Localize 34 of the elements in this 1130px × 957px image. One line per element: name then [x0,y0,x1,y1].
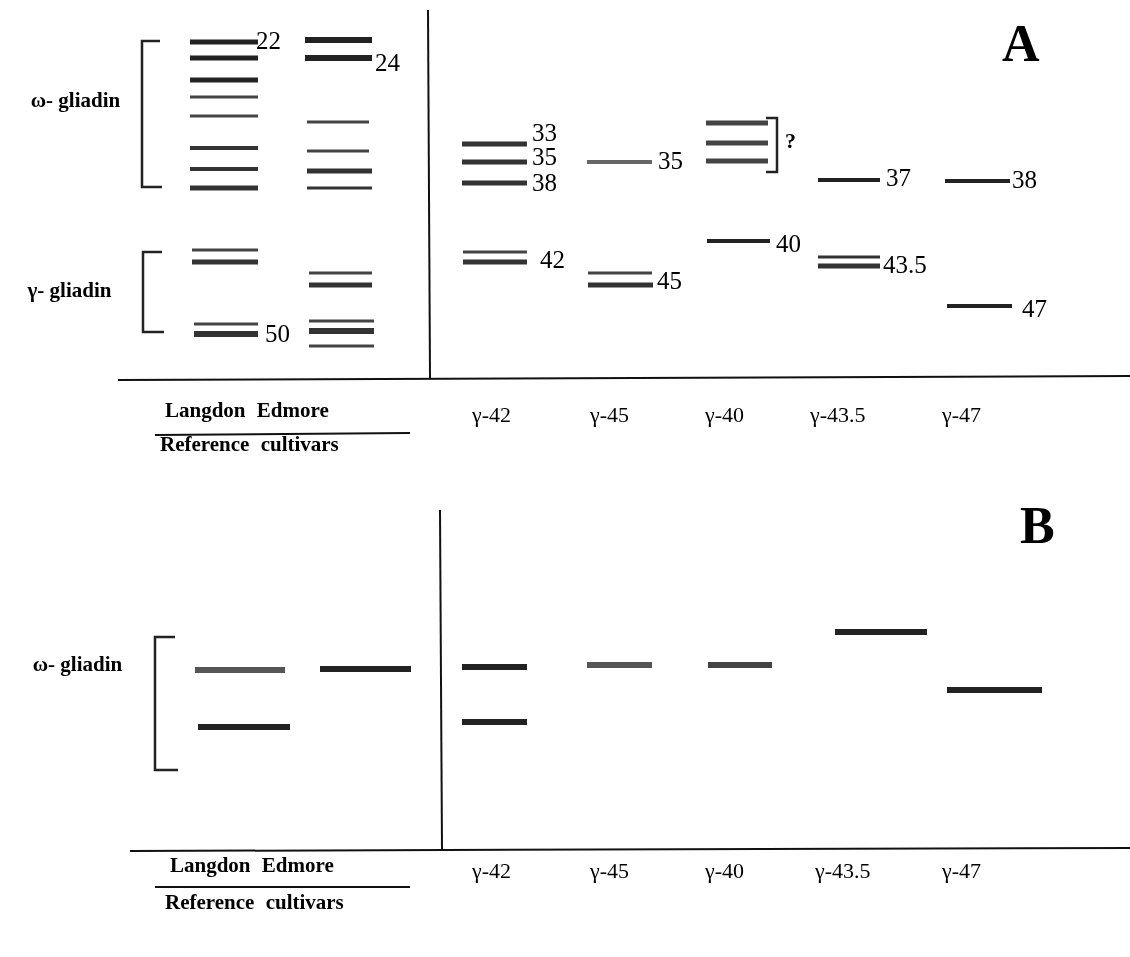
question-mark: ? [785,130,796,152]
lane-label: γ-47 [942,860,982,882]
lane-label: γ-47 [942,404,982,426]
lane-label: γ-45 [590,860,630,882]
lane-label: γ-40 [705,404,745,426]
group-label: ω- gliadin [31,652,124,677]
band-number: 38 [1012,167,1037,192]
band-number: 24 [375,50,400,75]
panel-letter: A [1002,18,1040,70]
band-number: 42 [540,247,565,272]
axis-caption: Reference cultivars [160,434,339,455]
band-number: 47 [1022,296,1047,321]
band-number: 43.5 [883,252,927,277]
lane-label: γ-42 [472,860,512,882]
group-label: ω- gliadin [29,88,122,113]
group-label: γ- gliadin [26,278,113,303]
axis-caption: Reference cultivars [165,892,344,913]
band-number: 40 [776,231,801,256]
band-number: 38 [532,170,557,195]
lane-label: γ-43.5 [810,404,866,426]
band-number: 45 [657,268,682,293]
band-number: 35 [658,148,683,173]
lane-label: γ-43.5 [815,860,871,882]
lane-label: γ-45 [590,404,630,426]
cultivar-names: Langdon Edmore [170,855,334,876]
band-number: 50 [265,321,290,346]
band-number: 22 [256,28,281,53]
cultivar-names: Langdon Edmore [165,400,329,421]
lane-label: γ-42 [472,404,512,426]
band-number: 35 [532,144,557,169]
band-number: 33 [532,120,557,145]
lane-label: γ-40 [705,860,745,882]
band-number: 37 [886,165,911,190]
panel-letter: B [1020,500,1055,552]
